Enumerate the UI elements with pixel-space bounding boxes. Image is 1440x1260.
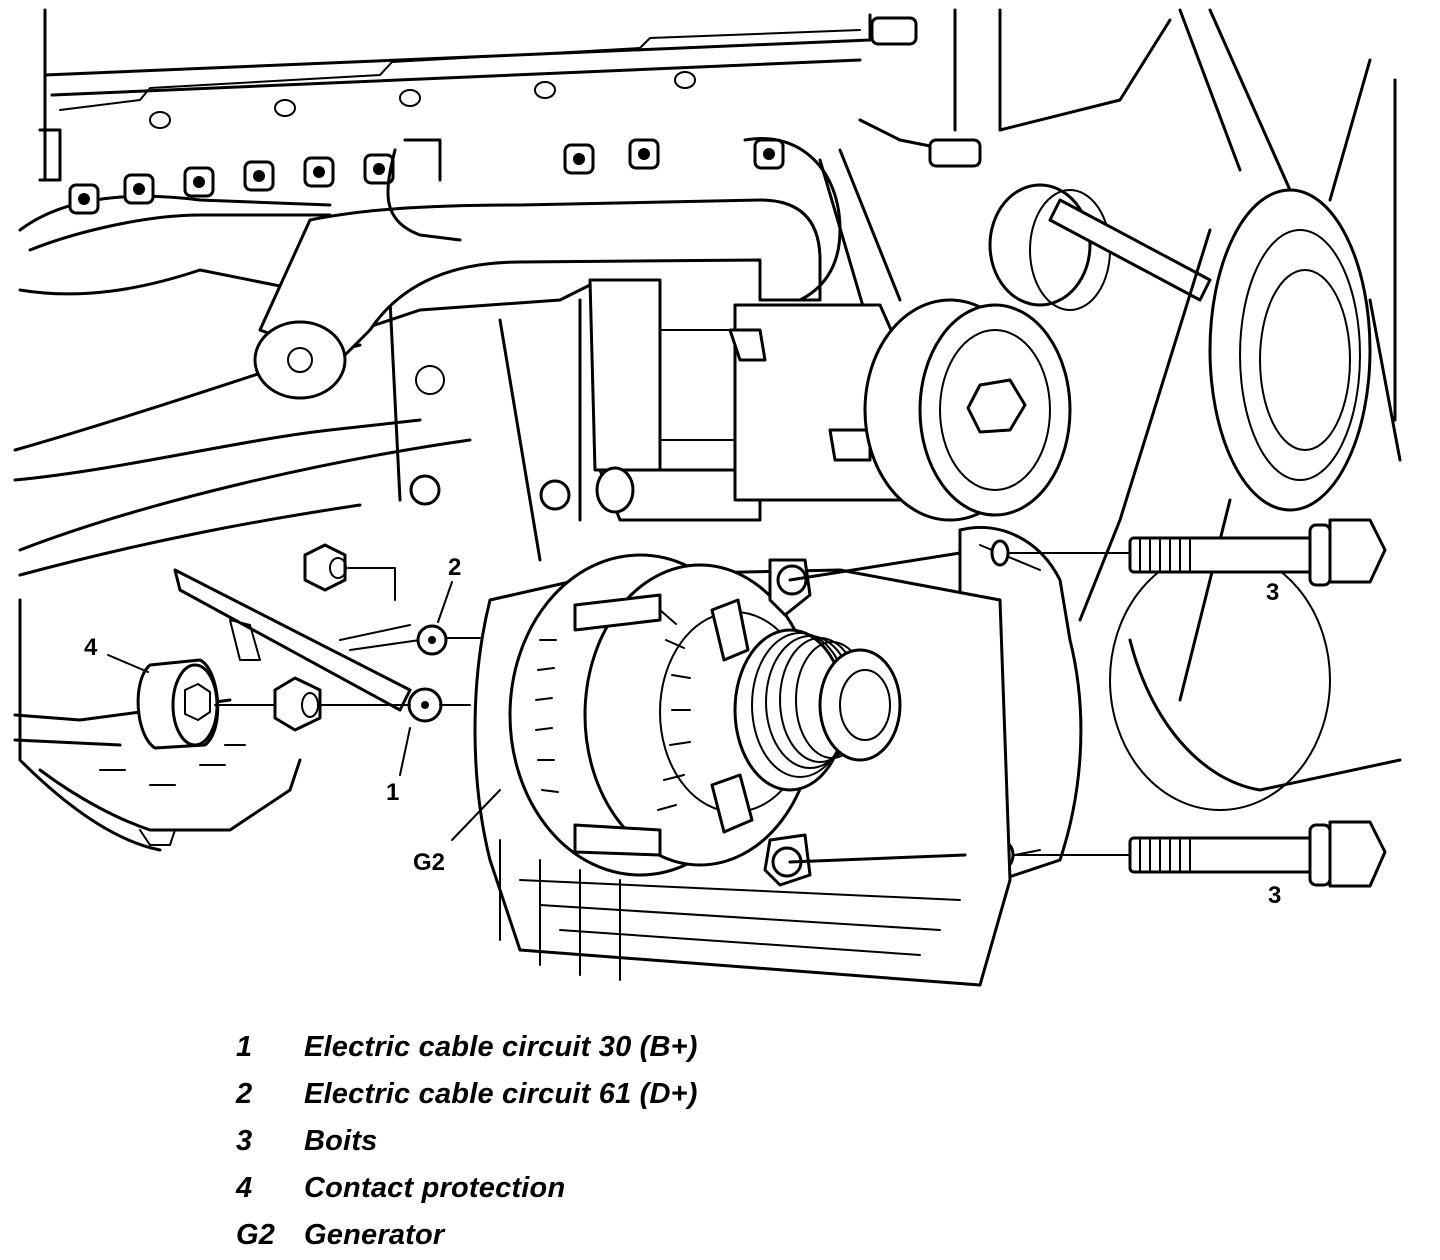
legend-text: Electric cable circuit 61 (D+) <box>304 1078 698 1110</box>
legend-key: 2 <box>236 1078 253 1110</box>
alternator-cooling-fins <box>535 609 691 811</box>
legend-row: 3 Boits <box>236 1118 936 1165</box>
legend-key: G2 <box>236 1219 276 1251</box>
alternator-pulley <box>733 628 902 792</box>
nut-upper <box>303 543 396 601</box>
callout-4: 4 <box>84 634 98 661</box>
alternator-generator <box>473 551 1012 987</box>
water-pump-pulley <box>863 183 1212 522</box>
legend-key: 4 <box>236 1172 253 1204</box>
callout-2: 2 <box>448 554 461 581</box>
head-bolts <box>68 16 982 215</box>
cooling-fan <box>1078 188 1402 811</box>
water-pump-housing <box>409 278 902 522</box>
legend: 1 Electric cable circuit 30 (B+) 2 Elect… <box>236 1024 936 1259</box>
callout-leaders <box>107 581 501 841</box>
terminal-nuts-and-cables <box>136 543 481 750</box>
legend-text: Boits <box>304 1125 378 1157</box>
legend-row: 1 Electric cable circuit 30 (B+) <box>236 1024 936 1071</box>
legend-text: Electric cable circuit 30 (B+) <box>304 1031 698 1063</box>
legend-row: 4 Contact protection <box>236 1165 936 1212</box>
callout-3-lower: 3 <box>1268 882 1281 909</box>
legend-row: 2 Electric cable circuit 61 (D+) <box>236 1071 936 1118</box>
legend-key: 1 <box>236 1031 253 1063</box>
coolant-hose <box>28 137 842 400</box>
nut-lower <box>273 676 411 732</box>
callout-3-upper: 3 <box>1266 579 1279 606</box>
contact-protection-cap <box>136 658 276 750</box>
legend-row: G2 Generator <box>236 1212 936 1259</box>
callout-1: 1 <box>386 779 399 806</box>
legend-text: Generator <box>304 1219 445 1251</box>
alternator-installation-drawing: 2 1 4 G2 3 3 <box>13 8 1402 987</box>
bolt-lower <box>1014 820 1387 888</box>
bolt-upper <box>1009 518 1387 587</box>
legend-key: 3 <box>236 1125 253 1157</box>
legend-text: Contact protection <box>304 1172 566 1204</box>
callout-g2: G2 <box>413 849 445 876</box>
